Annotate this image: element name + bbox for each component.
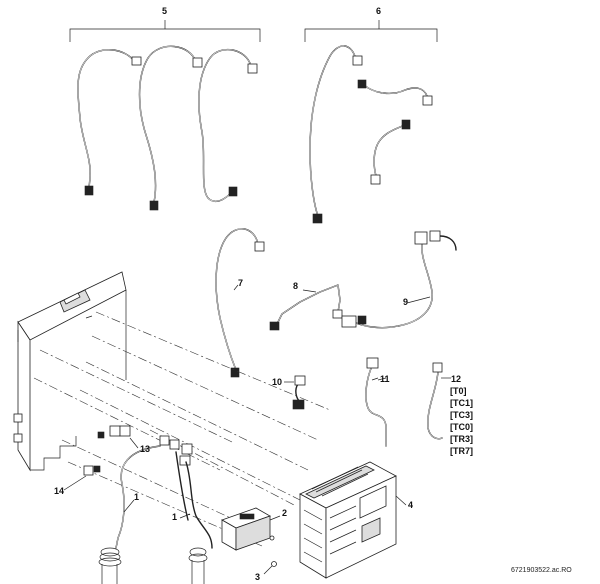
sensor-12 [427,362,451,440]
callout-4: 4 [408,500,413,510]
callouts: 5 6 7 8 9 10 11 12 13 14 1 1 2 3 4 [54,6,461,582]
part-2-module [221,507,281,551]
cable-1-left [98,445,161,584]
callout-11: 11 [380,374,390,384]
cable-1-right [175,451,213,584]
callout-7: 7 [238,278,243,288]
callout-10: 10 [272,377,282,387]
callout-9: 9 [403,297,408,307]
sensor-label-tc0: [TC0] [450,422,473,432]
callout-14: 14 [54,486,64,496]
part-3-screw [263,535,277,575]
callout-1a: 1 [134,492,139,502]
sensor-label-tc3: [TC3] [450,410,473,420]
callout-1b: 1 [172,512,177,522]
leader-lines [123,377,387,519]
part-4-controller [299,461,407,579]
bracket-group-5 [69,20,261,42]
callout-5: 5 [162,6,167,16]
harness-6c [370,119,411,185]
harness-11 [365,357,387,447]
harness-7 [215,228,265,378]
sensor-label-tc1: [TC1] [450,398,473,408]
harness-5b [138,45,203,211]
callout-8: 8 [293,281,298,291]
callout-13: 13 [140,444,150,454]
terminal-blocks [97,425,193,466]
callout-2: 2 [282,508,287,518]
sensor-label-t0: [T0] [450,386,467,396]
callout-6: 6 [376,6,381,16]
part-14 [63,465,101,491]
harness-8 [269,284,343,331]
sensor-label-tr3: [TR3] [450,434,473,444]
sensor-label-tr7: [TR7] [450,446,473,456]
drawing-reference: 6721903522.ac.RO [511,567,572,574]
back-plate [13,271,127,472]
harness-6a [309,45,363,224]
part-10 [284,375,306,410]
harness-9 [341,230,457,329]
callout-3: 3 [255,572,260,582]
harness-5a [77,49,142,196]
harness-6b [357,79,433,106]
harness-5c [198,48,258,202]
callout-12: 12 [451,374,461,384]
sensor-labels: [T0] [TC1] [TC3] [TC0] [TR3] [TR7] [450,386,473,456]
bracket-group-6 [304,20,438,42]
